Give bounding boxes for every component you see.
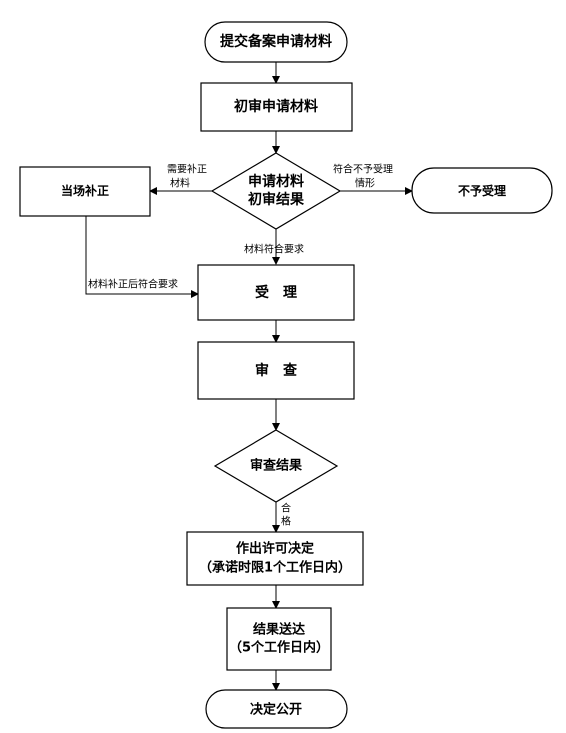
not-accept-label-line1: 符合不予受理 [333,163,393,176]
permit-label-line2: （承诺时限1个工作日内） [199,560,351,576]
qualified-label-line2: 格 [281,515,291,528]
not-accept-label-line2: 情形 [355,177,375,190]
decision-2-diamond [213,429,339,503]
meets-requirements-label: 材料符合要求 [244,243,304,256]
edges [85,62,413,691]
permit-label-line1: 作出许可决定 [236,541,314,557]
start-terminal [204,21,348,63]
permit-box [186,531,364,586]
need-supplement-label-line1: 需要补正 [167,163,207,176]
deliver-label-line2: （5个工作日内） [229,640,329,656]
reject-terminal [411,167,553,214]
edge-labels: 需要补正 材料 符合不予受理 情形 材料符合要求 材料补正后符合要求 合 格 [88,163,393,528]
initial-review-label: 初审申请材料 [234,98,318,115]
correct-on-site-label: 当场补正 [61,183,109,198]
decision-1-label-line2: 初审结果 [248,191,305,208]
end-terminal [205,689,348,729]
reject-label: 不予受理 [458,183,506,198]
node-labels: 提交备案申请材料 初审申请材料 申请材料 初审结果 当场补正 不予受理 受 理 … [61,33,506,718]
correct-on-site-box [19,166,151,217]
nodes [19,21,553,729]
supplement-ok-label: 材料补正后符合要求 [88,278,178,291]
qualified-label-line1: 合 [281,502,291,515]
need-supplement-label-line2: 材料 [170,177,190,190]
submit-label: 提交备案申请材料 [220,33,332,50]
accept-label: 受 理 [255,284,297,301]
deliver-label-line1: 结果送达 [253,622,305,638]
decision-1-diamond [210,152,342,230]
accept-box [197,264,355,321]
deliver-box [226,607,332,671]
publish-label: 决定公开 [250,702,302,718]
decision-2-label: 审查结果 [250,458,302,474]
review-label: 审 查 [255,362,298,379]
initial-review-box [200,82,353,132]
review-box [197,341,355,400]
decision-1-label-line1: 申请材料 [248,173,304,190]
edge-correct-on-site-to-accept [85,216,199,298]
